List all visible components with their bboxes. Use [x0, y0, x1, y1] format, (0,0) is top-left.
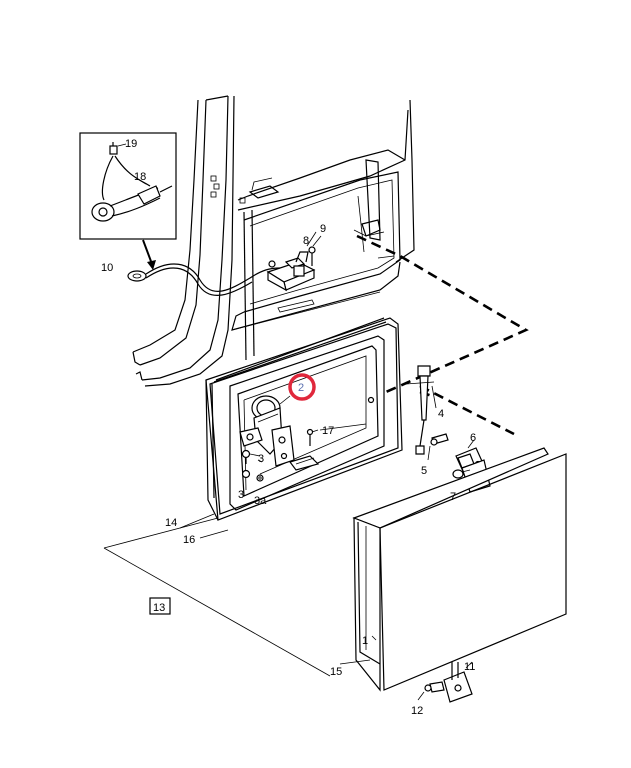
bracket-assembly: [266, 231, 322, 292]
label-19[interactable]: 19: [125, 138, 137, 150]
label-3-upper[interactable]: 3: [258, 453, 264, 465]
label-8[interactable]: 8: [303, 235, 309, 247]
label-16[interactable]: 16: [183, 534, 195, 546]
label-17[interactable]: 17: [322, 425, 334, 437]
label-9[interactable]: 9: [320, 223, 326, 235]
latch-assembly: [239, 395, 320, 482]
release-cable: [127, 263, 281, 296]
detail-inset: [79, 132, 177, 270]
label-3a[interactable]: 3a: [254, 495, 267, 507]
bottom-bracket: [424, 662, 473, 703]
label-13[interactable]: 13: [153, 602, 165, 614]
label-3-lower[interactable]: 3: [238, 489, 244, 501]
label-14[interactable]: 14: [165, 517, 177, 529]
gas-strut: [405, 365, 449, 461]
label-6[interactable]: 6: [470, 432, 476, 444]
door-panel: [352, 447, 567, 692]
label-12[interactable]: 12: [411, 705, 423, 717]
label-5[interactable]: 5: [421, 465, 427, 477]
label-18[interactable]: 18: [134, 171, 146, 183]
label-2[interactable]: 2: [298, 382, 304, 394]
label-10[interactable]: 10: [101, 262, 113, 274]
label-15[interactable]: 15: [330, 666, 342, 678]
label-1[interactable]: 1: [362, 635, 368, 647]
label-4[interactable]: 4: [438, 408, 444, 420]
cab-side-panel: [132, 95, 415, 387]
label-7[interactable]: 7: [450, 491, 456, 503]
highlight-ring[interactable]: [288, 373, 316, 401]
reference-leaders: [103, 395, 473, 701]
label-11[interactable]: 11: [464, 661, 475, 673]
label-13-box: [149, 597, 171, 615]
door-frame: [205, 317, 403, 521]
part-labels: 19 18 10 8 9 2 17 3 3 3a 4 5 6 7 14 16 1…: [101, 138, 476, 717]
